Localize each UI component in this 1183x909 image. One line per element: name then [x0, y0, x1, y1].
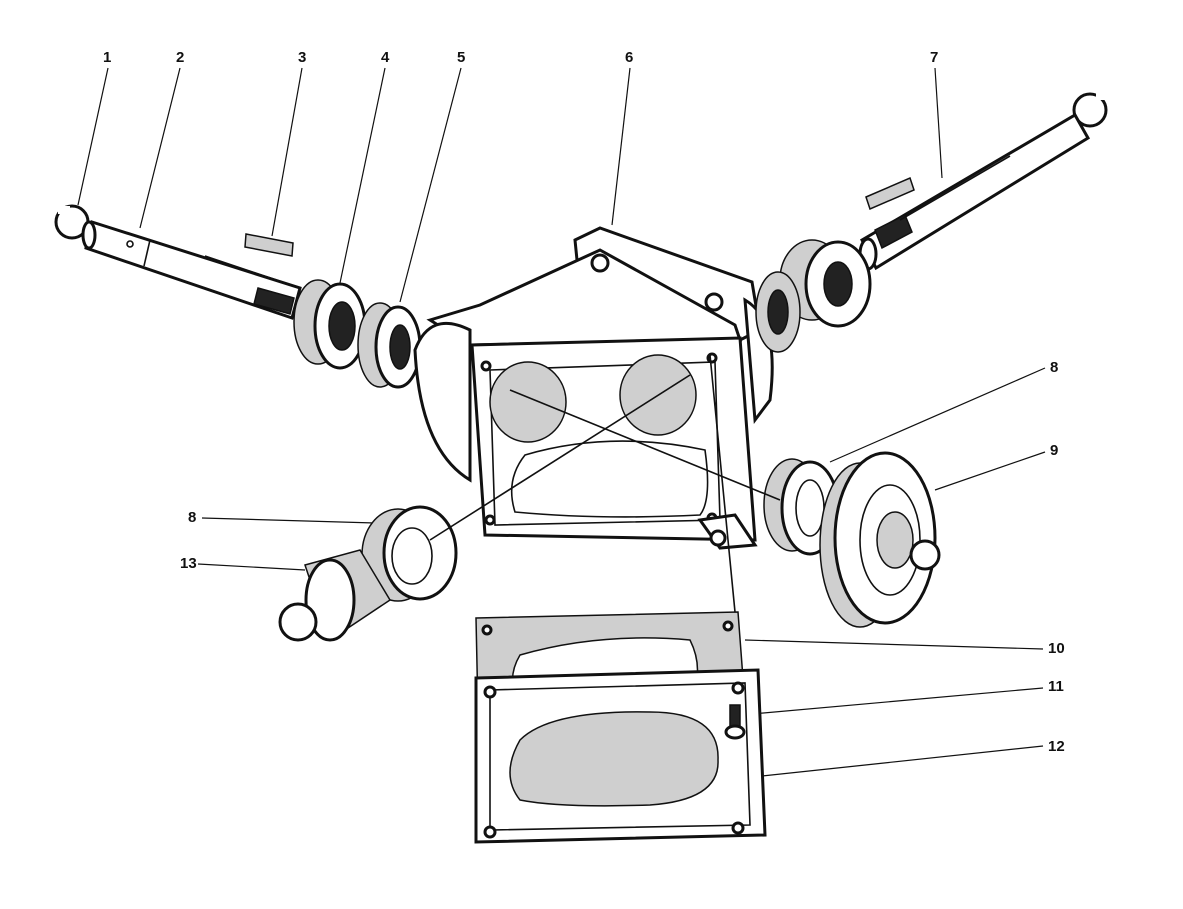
callout-12: 12 [1048, 738, 1065, 755]
callout-13: 13 [180, 555, 197, 572]
callout-8-right: 8 [1050, 359, 1058, 376]
shaft-key-right [865, 176, 915, 211]
leader-lines [77, 67, 1046, 777]
bearing-8-left [361, 505, 458, 602]
seal-5 [357, 302, 422, 389]
callout-3: 3 [298, 49, 306, 66]
bevel-gear-9 [819, 451, 941, 628]
cover-plate-12 [474, 668, 767, 844]
pinion-gear-13 [278, 549, 392, 642]
callout-5: 5 [457, 49, 465, 66]
bearing-4 [293, 279, 367, 370]
callout-11: 11 [1048, 678, 1064, 695]
right-snap-ring [1072, 92, 1108, 128]
gear-housing [413, 226, 774, 550]
callout-1: 1 [103, 49, 111, 66]
callout-10: 10 [1048, 640, 1065, 657]
right-shaft [858, 112, 1091, 271]
callout-6: 6 [625, 49, 633, 66]
assembly-centerlines [429, 354, 781, 613]
bolt-11 [724, 704, 746, 740]
shaft-key-left [244, 233, 294, 257]
seal-right [755, 271, 801, 353]
callout-2: 2 [176, 49, 184, 66]
callout-labels: 1 2 3 4 5 6 7 8 8 9 10 11 12 13 [103, 49, 1065, 755]
callout-9: 9 [1050, 442, 1058, 459]
callout-4: 4 [381, 49, 390, 66]
left-shaft [81, 220, 302, 320]
callout-8-left: 8 [188, 509, 196, 526]
callout-7: 7 [930, 49, 938, 66]
